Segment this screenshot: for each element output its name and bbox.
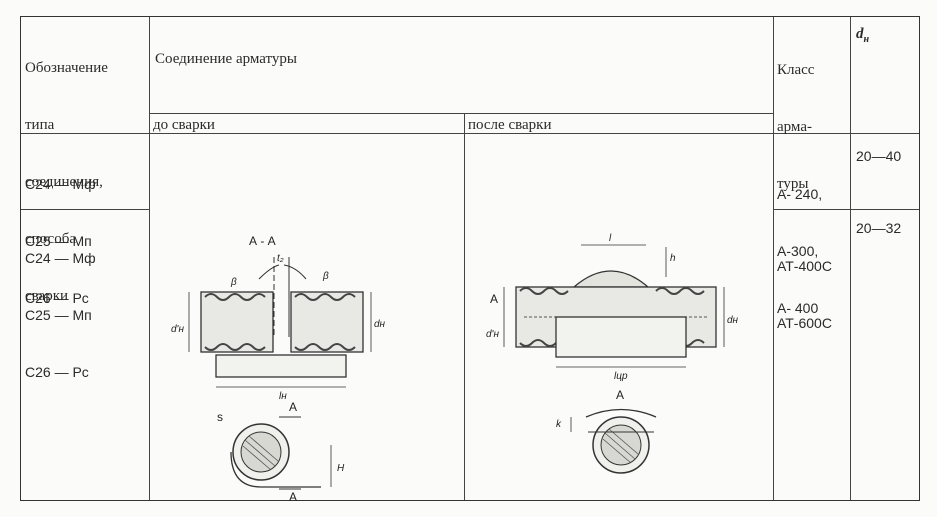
k-label: k	[556, 419, 562, 430]
joint-title: Соединение арматуры	[155, 51, 297, 67]
after-welding-label: после сварки	[468, 117, 552, 133]
joint-table: Обозначение типа соединения, способа сва…	[20, 16, 920, 504]
row2-classes: АТ-400С АТ-600С	[777, 258, 832, 331]
gap-label: t₂	[277, 253, 284, 264]
before-welding-drawing: А - А t₂ β β d	[171, 234, 386, 504]
dia-after-left-label: d'н	[486, 329, 499, 340]
after-welding-drawing: l h А d'н dн lцр А	[486, 233, 739, 474]
header-bottom-line	[21, 133, 919, 135]
diameter-header: dн	[856, 26, 870, 45]
section-a-top: А	[289, 400, 297, 414]
dia-right-label: dн	[374, 319, 386, 330]
s-label: s	[217, 410, 223, 424]
row1-diameter: 20—40	[856, 148, 902, 164]
before-welding-label: до сварки	[153, 117, 215, 133]
length-right-label: lцр	[614, 371, 628, 382]
row2-diameter: 20—32	[856, 220, 902, 236]
subheader-line	[149, 113, 774, 115]
designation-header: Обозначение типа соединения, способа сва…	[25, 60, 108, 304]
row2-designations: С24 — Мф С25 — Мп С26 — Рс	[25, 250, 96, 380]
length-left-label: lн	[279, 391, 287, 402]
h-bottom-label: H	[337, 463, 345, 474]
bevel-left-label: β	[230, 277, 237, 288]
class-header: Класс арма- туры	[777, 62, 815, 192]
dia-left-label: d'н	[171, 324, 184, 335]
col-divider-3	[773, 17, 775, 500]
col-divider-2	[464, 113, 466, 500]
dia-after-right-label: dн	[727, 315, 739, 326]
row-divider-left	[21, 209, 149, 211]
section-a-bottom: А	[289, 490, 297, 504]
col-divider-4	[850, 17, 852, 500]
h-top-label: h	[670, 253, 676, 264]
section-a-after: А	[616, 388, 624, 402]
row-divider-right	[773, 209, 919, 211]
arrow-a-label: А	[490, 292, 498, 306]
section-label: А - А	[249, 234, 276, 248]
bevel-right-label: β	[322, 271, 329, 282]
row1-classes: А- 240, А-300, А- 400	[777, 186, 823, 316]
row1-designations: С24 — Мф С25 — Мп С26 — Рс	[25, 176, 96, 306]
col-divider-1	[149, 17, 151, 500]
l-top-label: l	[609, 233, 612, 244]
